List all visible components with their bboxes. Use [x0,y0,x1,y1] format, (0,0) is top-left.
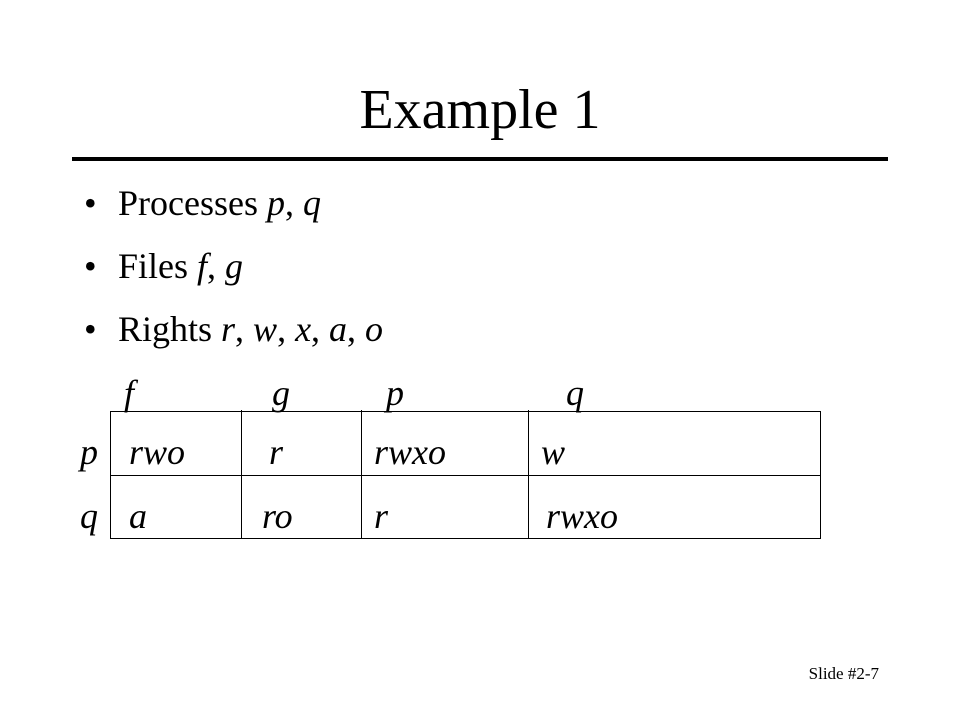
bullet-marker: • [84,246,97,286]
bullet-processes: • Processes p, q [84,183,321,223]
bullet-var: w [253,309,278,349]
slide-number: Slide #2-7 [808,664,879,683]
bullet-rights: • Rights r, w, x, a, o [84,309,383,349]
matrix-row-header: p [80,432,98,472]
bullet-label: Processes [118,183,258,223]
separator: , [284,183,303,223]
matrix-cell: a [129,496,147,536]
matrix-cell: rwxo [546,496,618,536]
bullet-files: • Files f, g [84,246,243,286]
slide-title: Example 1 [359,79,601,141]
matrix-col-divider [361,410,362,539]
bullet-var: g [225,246,244,286]
matrix-row-header: q [80,496,98,536]
matrix-col-divider [241,410,242,539]
title-underline [72,157,888,161]
bullet-var: f [197,246,208,286]
matrix-col-header: q [566,373,584,413]
bullet-marker: • [84,309,97,349]
separator: , [207,246,226,286]
bullet-label: Rights [118,309,213,349]
matrix-row-divider [110,475,821,476]
matrix-col-header: f [124,373,135,413]
bullet-var: o [365,309,384,349]
bullet-var: a [329,309,348,349]
bullet-var: r [221,309,236,349]
matrix-cell: r [269,432,284,472]
separator: , [235,309,254,349]
separator: , [277,309,296,349]
matrix-cell: rwxo [374,432,446,472]
separator: , [347,309,366,349]
matrix-cell: w [541,432,566,472]
separator: , [311,309,330,349]
matrix-col-header: p [386,373,404,413]
matrix-cell: ro [262,496,293,536]
bullet-var: q [302,183,321,223]
bullet-var: p [266,183,285,223]
matrix-cell: rwo [129,432,186,472]
matrix-cell: r [374,496,389,536]
matrix-col-divider [528,410,529,539]
matrix-col-header: g [272,373,290,413]
bullet-label: Files [118,246,189,286]
bullet-var: x [295,309,312,349]
bullet-marker: • [84,183,97,223]
